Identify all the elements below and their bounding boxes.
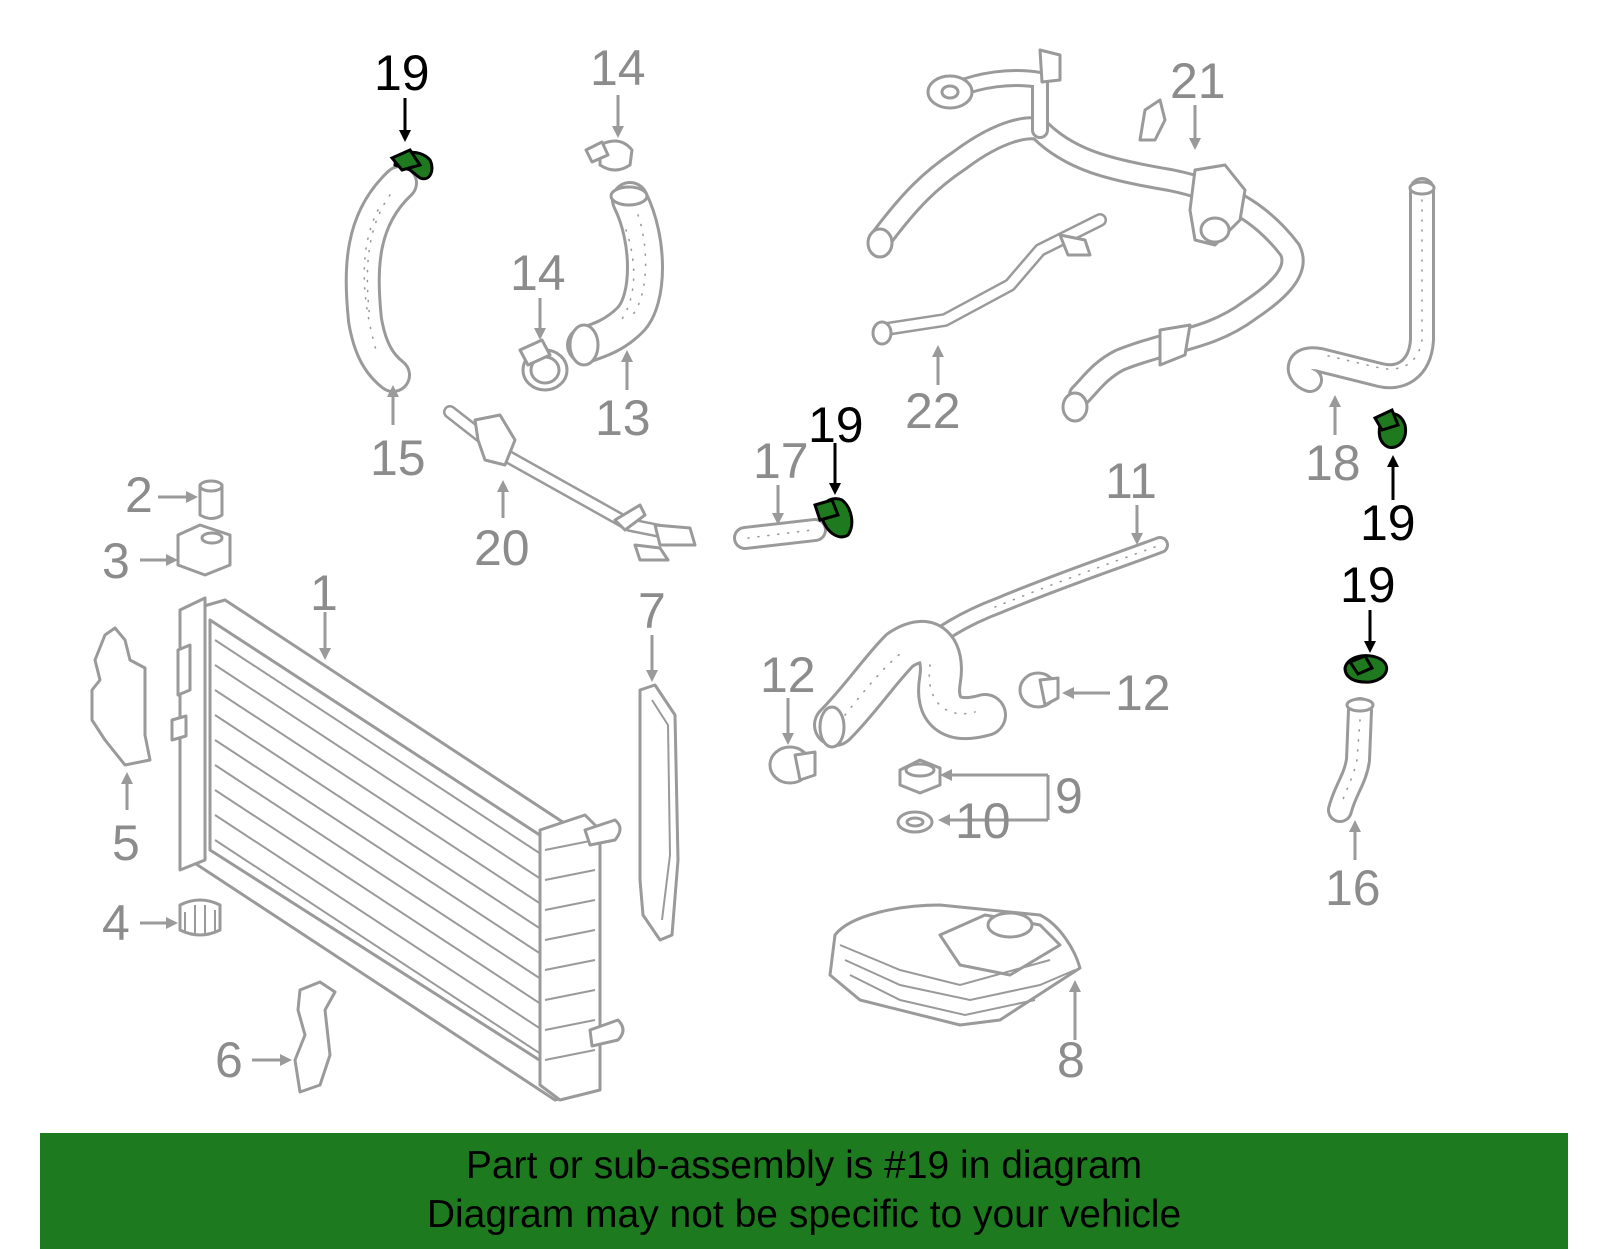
callout-13: 13 bbox=[595, 390, 651, 446]
hose-part-13 bbox=[566, 181, 664, 367]
banner-line-disclaimer: Diagram may not be specific to your vehi… bbox=[426, 1193, 1182, 1236]
callout-19-right-lower: 19 bbox=[1340, 557, 1396, 613]
callout-18: 18 bbox=[1305, 435, 1361, 491]
mount-part-3 bbox=[176, 523, 232, 577]
pipe-assembly-part-21 bbox=[866, 48, 1305, 423]
hose-part-15 bbox=[344, 165, 418, 393]
radiator-part bbox=[170, 596, 625, 1102]
clamp-part-19-center bbox=[813, 497, 854, 539]
callout-11: 11 bbox=[1105, 453, 1157, 509]
clamp-part-14-lower bbox=[518, 338, 569, 392]
callout-3: 3 bbox=[102, 533, 130, 589]
callout-19-center: 19 bbox=[808, 397, 864, 453]
banner-line-part-number: Part or sub-assembly is #19 in diagram bbox=[465, 1144, 1143, 1187]
cap-part-9 bbox=[898, 758, 942, 795]
clamp-part-14-upper bbox=[584, 139, 634, 172]
clamp-part-19-top-left bbox=[389, 148, 434, 181]
callout-22: 22 bbox=[905, 383, 961, 439]
reservoir-part-8 bbox=[828, 903, 1082, 1027]
bracket-part-5 bbox=[90, 626, 152, 767]
callout-4: 4 bbox=[102, 895, 130, 951]
callout-12-left: 12 bbox=[760, 647, 816, 703]
cap-part-2 bbox=[198, 479, 224, 520]
callout-7: 7 bbox=[638, 583, 666, 639]
hose-part-17 bbox=[733, 518, 827, 550]
clamp-part-12-left bbox=[768, 745, 817, 785]
callout-14-lower: 14 bbox=[510, 245, 566, 301]
callout-1: 1 bbox=[310, 565, 338, 621]
callout-2: 2 bbox=[125, 467, 153, 523]
info-banner: Part or sub-assembly is #19 in diagram D… bbox=[40, 1133, 1568, 1249]
callout-14-upper: 14 bbox=[590, 40, 646, 96]
clamp-part-19-right-upper bbox=[1372, 407, 1408, 450]
callout-labels: 1 2 3 4 5 6 7 8 9 10 11 12 12 13 14 14 1… bbox=[102, 40, 1416, 1088]
clamp-part-12-right bbox=[1018, 671, 1060, 709]
callout-9: 9 bbox=[1055, 768, 1083, 824]
leader-lines bbox=[121, 95, 1399, 1066]
callout-15: 15 bbox=[370, 430, 426, 486]
seal-part-10 bbox=[896, 810, 934, 834]
callout-20: 20 bbox=[474, 520, 530, 576]
pipe-part-22 bbox=[871, 213, 1107, 346]
hose-part-16 bbox=[1327, 697, 1375, 823]
hose-part-18 bbox=[1286, 177, 1436, 393]
callout-21: 21 bbox=[1170, 53, 1226, 109]
bushing-part-4 bbox=[178, 898, 222, 937]
pipe-part-20 bbox=[443, 405, 697, 562]
seal-part-7 bbox=[638, 683, 680, 942]
callout-10: 10 bbox=[955, 793, 1011, 849]
callout-16: 16 bbox=[1325, 860, 1381, 916]
callout-8: 8 bbox=[1057, 1032, 1085, 1088]
callout-12-right: 12 bbox=[1115, 665, 1171, 721]
callout-5: 5 bbox=[112, 815, 140, 871]
callout-19-top-left: 19 bbox=[374, 45, 430, 101]
clamp-part-19-right-lower bbox=[1343, 654, 1389, 684]
callout-19-right-upper: 19 bbox=[1360, 495, 1416, 551]
callout-6: 6 bbox=[215, 1032, 243, 1088]
hose-part-11 bbox=[813, 536, 1169, 749]
bracket-part-6 bbox=[293, 980, 337, 1094]
callout-17: 17 bbox=[753, 433, 809, 489]
